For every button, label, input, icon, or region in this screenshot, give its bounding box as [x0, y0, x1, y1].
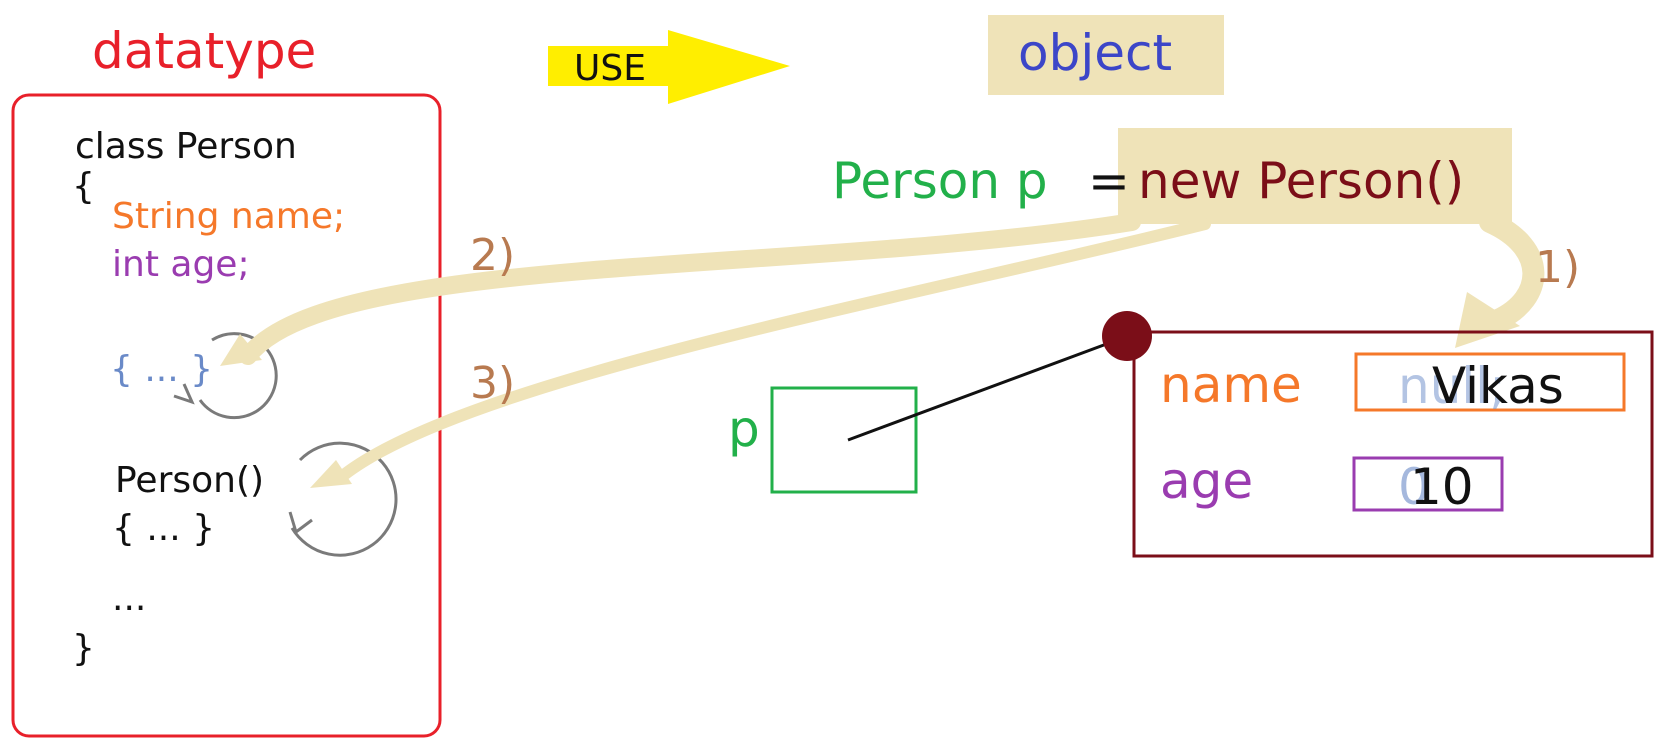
- field-name-declaration: String name;: [112, 196, 345, 237]
- creation-highlight: [1118, 128, 1512, 224]
- name-old-value: null;: [1398, 357, 1506, 415]
- arrow-step-3-head: [310, 460, 352, 488]
- object-field-age-label: age: [1160, 452, 1253, 510]
- initializer-block: { ... }: [110, 349, 213, 390]
- step-arrows: [220, 211, 1545, 488]
- object-title-highlight: [988, 15, 1224, 95]
- reference-pointer-line: [847, 334, 1129, 442]
- class-open-brace: {: [72, 166, 95, 207]
- arrow-step-3: [334, 218, 1211, 484]
- class-declaration: class Person: [75, 126, 297, 167]
- arrow-step-1: [1479, 211, 1545, 331]
- class-box: [11, 93, 442, 738]
- class-code: class Person { String name; int age; { .…: [72, 126, 345, 669]
- object-field-name-label: name: [1160, 356, 1302, 414]
- arrow-step-2-head: [220, 334, 262, 366]
- object-reference-dot: [1102, 311, 1152, 361]
- age-value-box: [1352, 456, 1504, 512]
- object-title: object: [1018, 24, 1172, 82]
- class-ellipsis: ...: [112, 578, 146, 619]
- reference-variable-box: [770, 386, 918, 494]
- use-arrow: USE: [548, 30, 790, 104]
- name-new-value: Vikas: [1432, 357, 1564, 415]
- name-value-box: [1354, 352, 1626, 412]
- constructor-cycle-icon: [288, 441, 398, 557]
- age-new-value: 10: [1410, 458, 1474, 516]
- step-2-label: 2): [470, 230, 515, 281]
- field-age-declaration: int age;: [112, 244, 250, 285]
- class-close-brace: }: [72, 628, 95, 669]
- equals-sign: =: [1088, 152, 1130, 210]
- step-3-label: 3): [470, 358, 515, 409]
- declaration-text: Person p: [832, 152, 1048, 210]
- arrow-step-2: [239, 213, 1141, 365]
- arrow-step-1-head: [1455, 292, 1520, 348]
- step-1-label: 1): [1535, 242, 1580, 293]
- use-label: USE: [574, 48, 646, 89]
- reference-variable-label: p: [728, 400, 760, 458]
- age-old-value: 0: [1398, 458, 1430, 516]
- datatype-title: datatype: [92, 22, 316, 80]
- constructor-declaration: Person(): [115, 460, 264, 501]
- object-box: [1132, 330, 1654, 558]
- use-arrow-shape: [548, 30, 790, 104]
- new-person-expression: new Person(): [1138, 152, 1464, 210]
- init-block-cycle-icon: [173, 332, 278, 420]
- constructor-body: { ... }: [112, 508, 215, 549]
